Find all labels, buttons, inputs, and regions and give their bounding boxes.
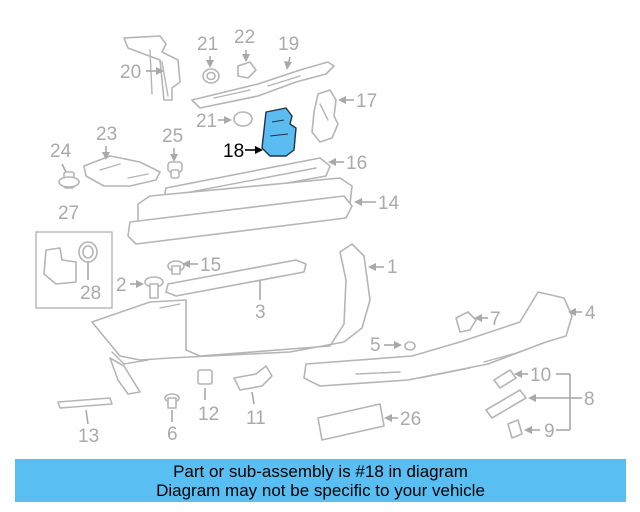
part-17-bracket [311,89,339,143]
callout-26: 26 [400,409,421,430]
callout-7: 7 [490,309,501,330]
part-23-bracket [83,155,161,187]
part-13-trim [57,397,113,409]
part-27-group [35,231,113,309]
part-3-step-pad [165,259,307,297]
part-10-reflector [493,369,517,389]
callout-5: 5 [370,335,381,356]
part-5-bolt [404,341,416,351]
callout-3: 3 [255,302,266,323]
callout-18: 18 [223,141,244,162]
part-24-bolt [58,171,80,189]
part-9-screw [507,419,523,439]
callout-4: 4 [585,303,596,324]
part-19-bracket [191,61,335,109]
callout-6: 6 [167,424,178,445]
part-20-bracket [123,35,181,101]
part-22-clip [237,61,257,79]
part-21-grommet-top [202,68,220,84]
callout-28: 28 [80,283,101,304]
callout-25: 25 [162,126,183,147]
part-15-bolt [167,260,185,275]
callout-22: 22 [234,27,255,48]
callout-27: 27 [58,203,79,224]
part-18-shape [261,107,297,157]
part-8-reflector [485,389,527,419]
callout-20: 20 [120,62,141,83]
part-26-plate-bracket [317,403,385,441]
callout-24: 24 [50,141,72,162]
parts-diagram: 20 21 22 19 21 17 24 23 25 16 14 27 28 1… [35,27,596,447]
part-12-clip [197,369,213,385]
part-14-reinforcement [127,177,353,245]
part-2-bolt [144,276,164,299]
callout-2: 2 [116,275,127,296]
callout-12: 12 [198,404,219,425]
part-7-bracket [455,311,477,333]
callout-8: 8 [584,389,595,410]
callout-1: 1 [387,257,398,278]
callout-17: 17 [356,91,377,112]
part-4-valance [303,291,573,387]
callout-11: 11 [246,408,266,429]
callouts: 20 21 22 19 21 17 24 23 25 16 14 27 28 1… [50,27,596,447]
callout-10: 10 [530,365,551,386]
callout-13: 13 [78,426,99,447]
callout-19: 19 [278,34,299,55]
callout-14: 14 [378,193,400,214]
callout-23: 23 [96,124,117,145]
callout-16: 16 [346,153,367,174]
banner-line-1: Part or sub-assembly is #18 in diagram [173,461,468,481]
banner-line-2: Diagram may not be specific to your vehi… [156,480,485,500]
part-11-bracket [233,365,273,391]
callout-21-lower: 21 [196,111,217,132]
callout-15: 15 [200,255,221,276]
part-6-bolt [164,393,180,409]
part-25-clip [167,161,183,179]
part-21-grommet-lower [233,111,253,127]
info-banner: Part or sub-assembly is #18 in diagram D… [15,459,626,502]
callout-21-top: 21 [197,34,218,55]
callout-18-highlighted: 18 [223,141,263,162]
part-1-bumper-cover [91,243,371,395]
callout-9: 9 [544,421,555,442]
part-18-highlighted [261,107,297,157]
